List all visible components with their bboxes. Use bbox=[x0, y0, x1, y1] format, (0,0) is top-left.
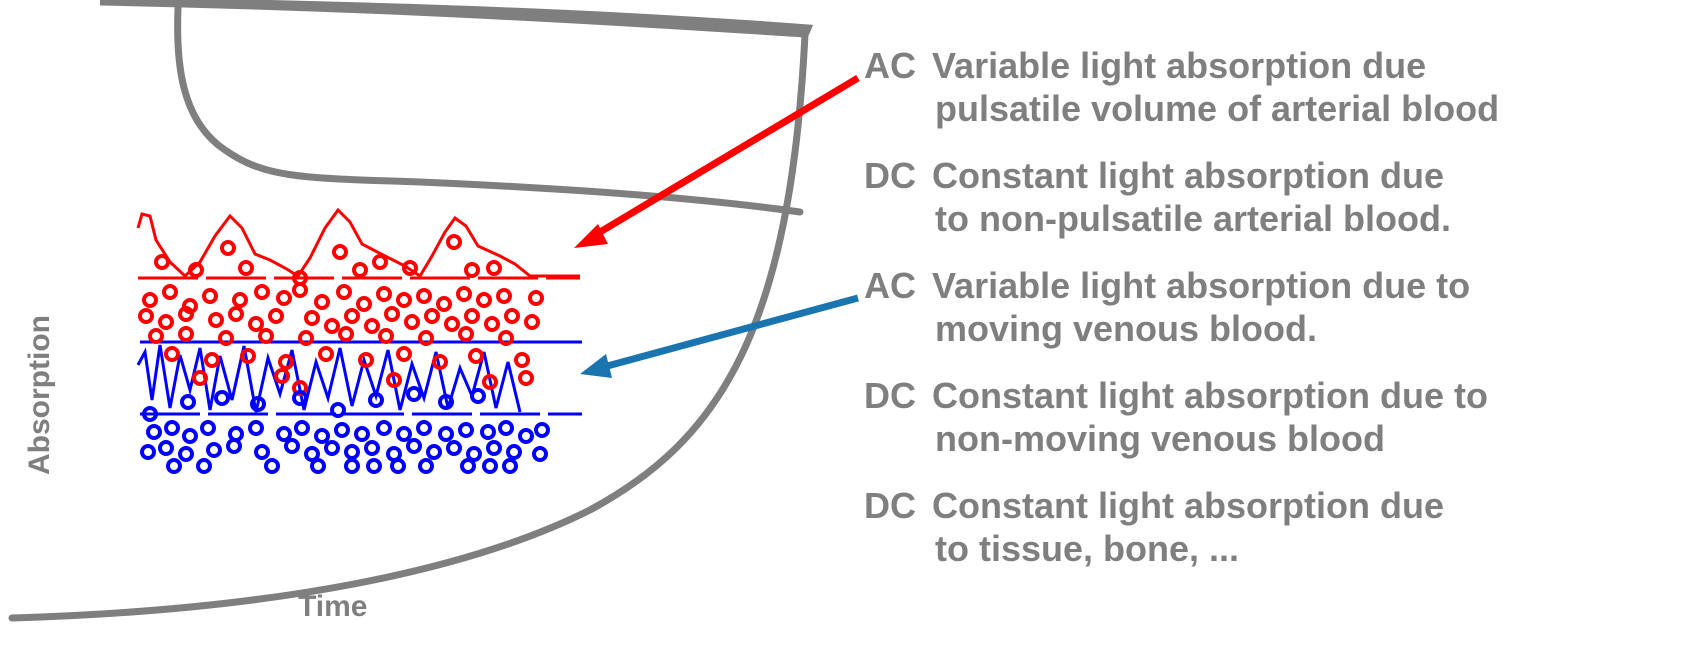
legend-code: AC bbox=[864, 265, 916, 306]
legend-code: DC bbox=[864, 375, 916, 416]
legend-item-venous-ac: AC Variable light absorption due to movi… bbox=[864, 264, 1664, 350]
legend-text-continued: to non-pulsatile arterial blood. bbox=[935, 198, 1452, 239]
legend-item-tissue-dc: DC Constant light absorption due to tiss… bbox=[864, 484, 1664, 570]
legend-code: DC bbox=[864, 485, 916, 526]
arterial-arrow bbox=[574, 74, 860, 248]
legend: AC Variable light absorption due pulsati… bbox=[864, 44, 1664, 570]
outer-outline bbox=[8, 0, 814, 622]
legend-text-continued: pulsatile volume of arterial blood bbox=[935, 88, 1500, 129]
venous-cells bbox=[140, 386, 550, 474]
legend-text: Constant light absorption due to bbox=[932, 375, 1488, 416]
legend-item-arterial-dc: DC Constant light absorption due to non-… bbox=[864, 154, 1664, 240]
y-axis-label: Absorption bbox=[23, 315, 56, 475]
legend-text-continued: moving venous blood. bbox=[935, 308, 1318, 349]
legend-text: Constant light absorption due bbox=[932, 485, 1444, 526]
top-edge bbox=[99, 0, 806, 38]
arterial-cells bbox=[138, 234, 544, 396]
legend-code: DC bbox=[864, 155, 916, 196]
legend-text: Variable light absorption due bbox=[932, 45, 1427, 86]
legend-item-venous-dc: DC Constant light absorption due to non-… bbox=[864, 374, 1664, 460]
venous-ac-waveform bbox=[136, 344, 522, 413]
inner-outline bbox=[174, 4, 804, 216]
legend-text-continued: to tissue, bone, ... bbox=[935, 528, 1240, 569]
legend-text-continued: non-moving venous blood bbox=[935, 418, 1385, 459]
legend-text: Constant light absorption due bbox=[932, 155, 1444, 196]
legend-item-arterial-ac: AC Variable light absorption due pulsati… bbox=[864, 44, 1664, 130]
venous-arrow bbox=[580, 294, 859, 378]
legend-text: Variable light absorption due to bbox=[932, 265, 1471, 306]
arterial-ac-waveform bbox=[136, 207, 580, 279]
x-axis-label: Time bbox=[298, 590, 368, 623]
legend-code: AC bbox=[864, 45, 916, 86]
